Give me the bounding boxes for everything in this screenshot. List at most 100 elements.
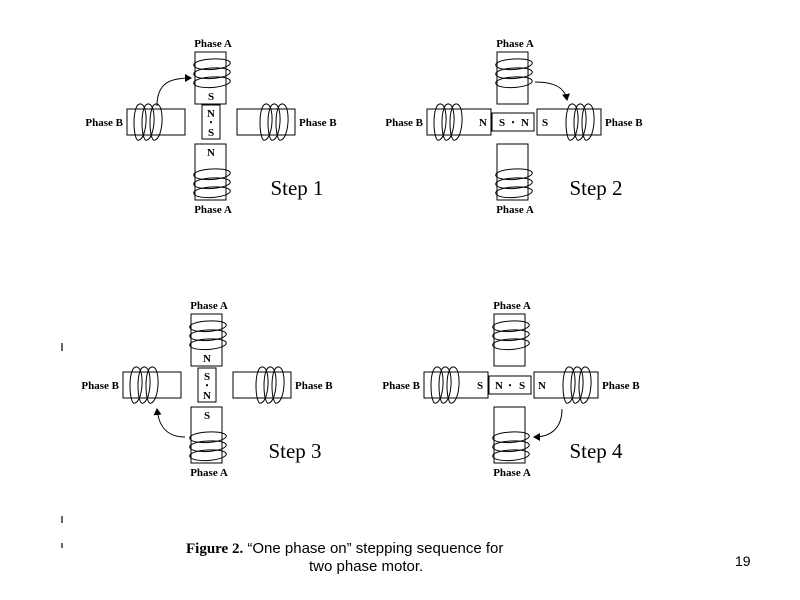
coil-winding [449, 103, 463, 141]
rotor-center-dot: • [206, 381, 209, 390]
phase-a-label-bottom: Phase A [493, 467, 531, 479]
phase-b-label-left: Phase B [85, 117, 123, 129]
coil-winding [562, 366, 576, 404]
coil-winding [193, 76, 231, 89]
stator-pole-right [533, 371, 599, 399]
rotation-arrow [534, 81, 570, 101]
stator-pole-label: N [479, 117, 487, 129]
coil-winding [441, 103, 455, 141]
stator-pole-label: S [204, 410, 210, 422]
coil-winding [578, 366, 592, 404]
coil-winding [263, 366, 277, 404]
rotor-center-dot: • [509, 381, 512, 390]
step-label: Step 4 [569, 439, 623, 463]
coil-winding [141, 103, 155, 141]
stator-pole-left [122, 371, 182, 399]
rotor [488, 375, 532, 395]
rotor-center-dot: • [210, 118, 213, 127]
coil-winding [129, 366, 143, 404]
coil-winding [267, 103, 281, 141]
coil-winding [259, 103, 273, 141]
rotor-pole-label: S [499, 117, 505, 129]
rotor-pole-label: S [208, 127, 214, 139]
coil-winding [271, 366, 285, 404]
phase-b-label-left: Phase B [382, 380, 420, 392]
phase-a-label-bottom: Phase A [496, 204, 534, 216]
stator-pole-bottom [493, 406, 526, 464]
stator-pole-label: S [477, 380, 483, 392]
phase-a-label-top: Phase A [493, 300, 531, 312]
phase-b-label-right: Phase B [299, 117, 337, 129]
coil-winding [189, 338, 227, 351]
caption-text-line1: “One phase on” stepping sequence for [247, 540, 504, 557]
coil-winding [255, 366, 269, 404]
slide-edge-mark [61, 543, 63, 548]
stator-pole-label: S [542, 117, 548, 129]
rotor-pole-label: N [207, 108, 215, 120]
coil-winding [275, 103, 289, 141]
coil-winding [495, 186, 533, 199]
coil-winding [193, 186, 231, 199]
phase-b-label-right: Phase B [602, 380, 640, 392]
coil-winding [438, 366, 452, 404]
stator-pole-label: N [538, 380, 546, 392]
coil-winding [446, 366, 460, 404]
stator-pole-left [426, 108, 492, 136]
slide-edge-mark [61, 516, 63, 523]
rotor-pole-label: S [204, 371, 210, 383]
step-label: Step 2 [569, 176, 622, 200]
stator-pole-bottom [190, 406, 223, 464]
phase-a-label-bottom: Phase A [194, 204, 232, 216]
coil-winding [565, 103, 579, 141]
coil-winding [430, 366, 444, 404]
stator-pole-left [126, 108, 186, 136]
rotor-pole-label: N [495, 380, 503, 392]
slide-edge-mark [61, 343, 63, 351]
phase-b-label-right: Phase B [295, 380, 333, 392]
stator-pole-label: N [203, 353, 211, 365]
page-number: 19 [735, 553, 751, 569]
rotor-center-dot: • [512, 118, 515, 127]
stator-pole-left [423, 371, 489, 399]
phase-a-label-top: Phase A [496, 38, 534, 50]
coil-winding [573, 103, 587, 141]
coil-winding [581, 103, 595, 141]
stator-pole-right [236, 108, 296, 136]
coil-winding [189, 449, 227, 462]
phase-a-label-top: Phase A [190, 300, 228, 312]
phase-a-label-top: Phase A [194, 38, 232, 50]
step-label: Step 3 [268, 439, 321, 463]
coil-winding [433, 103, 447, 141]
rotor [197, 367, 217, 403]
stator-pole-bottom [194, 143, 227, 201]
rotor [491, 112, 535, 132]
coil-winding [492, 449, 530, 462]
rotor-pole-label: S [519, 380, 525, 392]
stator-pole-right [536, 108, 602, 136]
phase-b-label-left: Phase B [81, 380, 119, 392]
stator-pole-right [232, 371, 292, 399]
rotor-pole-label: N [203, 390, 211, 402]
rotation-arrow [153, 408, 186, 438]
rotation-arrow [156, 74, 192, 107]
figure-label: Figure 2. [186, 541, 244, 557]
coil-winding [570, 366, 584, 404]
figure-caption: Figure 2. “One phase on” stepping sequen… [186, 540, 566, 576]
coil-winding [137, 366, 151, 404]
caption-text-line2: two phase motor. [309, 558, 424, 575]
stator-pole-bottom [496, 143, 529, 201]
phase-b-label-right: Phase B [605, 117, 643, 129]
coil-winding [495, 76, 533, 89]
step-label: Step 1 [270, 176, 323, 200]
rotor [201, 104, 221, 140]
coil-winding [145, 366, 159, 404]
coil-winding [492, 338, 530, 351]
rotation-arrow [533, 408, 563, 441]
rotor-pole-label: N [521, 117, 529, 129]
